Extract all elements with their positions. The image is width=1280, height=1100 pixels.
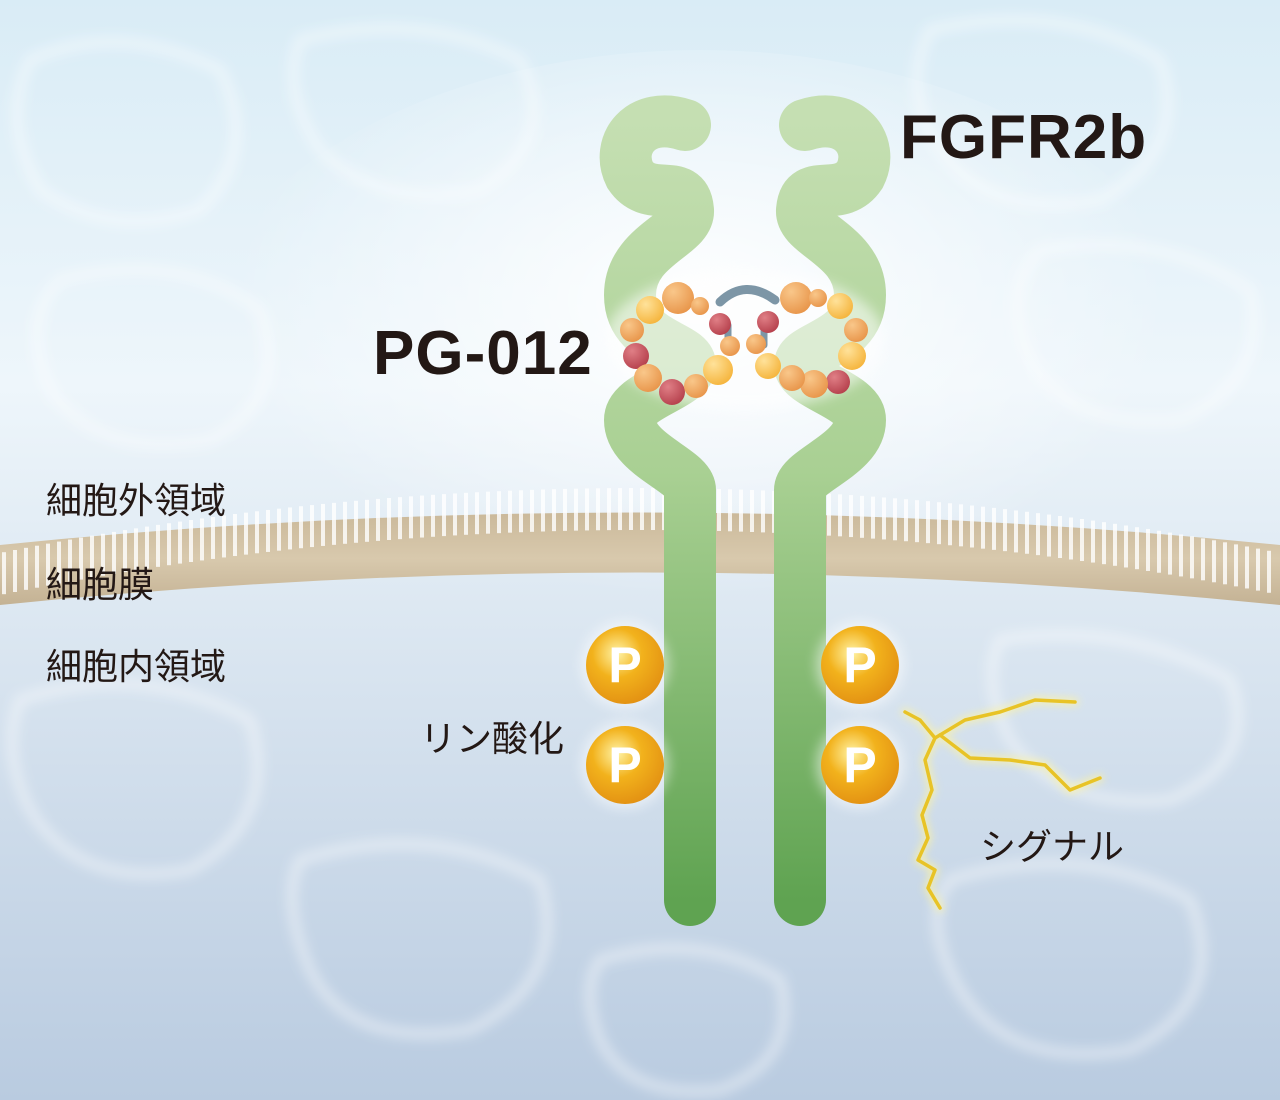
extracellular-label: 細胞外領域 [46, 481, 227, 522]
amino-acid-bead [755, 353, 781, 379]
amino-acid-bead [659, 379, 685, 405]
phosphate-circle [821, 626, 899, 704]
phosphate-symbol: P [608, 737, 641, 793]
phosphate-symbol: P [843, 637, 876, 693]
amino-acid-bead [709, 313, 731, 335]
amino-acid-bead [623, 343, 649, 369]
receptor-label: FGFR2b [900, 103, 1148, 172]
membrane-label: 細胞膜 [46, 565, 155, 606]
amino-acid-bead [746, 334, 766, 354]
amino-acid-bead [827, 293, 853, 319]
amino-acid-bead [634, 364, 662, 392]
amino-acid-bead [691, 297, 709, 315]
phosphorylation-label: リン酸化 [420, 719, 565, 760]
phosphate-symbol: P [608, 637, 641, 693]
phosphate-circle [821, 726, 899, 804]
amino-acid-bead [684, 374, 708, 398]
phosphate-circle [586, 626, 664, 704]
amino-acid-bead [826, 370, 850, 394]
amino-acid-bead [838, 342, 866, 370]
amino-acid-bead [779, 365, 805, 391]
linker [715, 285, 780, 307]
compound-label: PG-012 [373, 319, 593, 388]
amino-acid-bead [809, 289, 827, 307]
amino-acid-bead [800, 370, 828, 398]
amino-acid-bead [844, 318, 868, 342]
phosphate-group: P [581, 621, 669, 709]
amino-acid-bead [636, 296, 664, 324]
phosphate-symbol: P [843, 737, 876, 793]
receptor-right-chain [773, 95, 891, 926]
phosphate-group: P [816, 621, 904, 709]
fgfr2b-receptor [599, 95, 891, 926]
phosphate-group: P [816, 721, 904, 809]
phosphate-circle [586, 726, 664, 804]
intracellular-label: 細胞内領域 [46, 647, 227, 688]
membrane-stripes [2, 488, 1271, 595]
amino-acid-bead [757, 311, 779, 333]
signal-lightning [901, 696, 1104, 912]
amino-acid-bead [662, 282, 694, 314]
pg-012-peptide [605, 270, 885, 410]
phosphate-group: P [581, 721, 669, 809]
amino-acid-bead [703, 355, 733, 385]
receptor-left-chain [599, 95, 717, 926]
amino-acid-bead [780, 282, 812, 314]
signal-label: シグナル [980, 827, 1125, 868]
amino-acid-bead [620, 318, 644, 342]
amino-acid-bead [720, 336, 740, 356]
